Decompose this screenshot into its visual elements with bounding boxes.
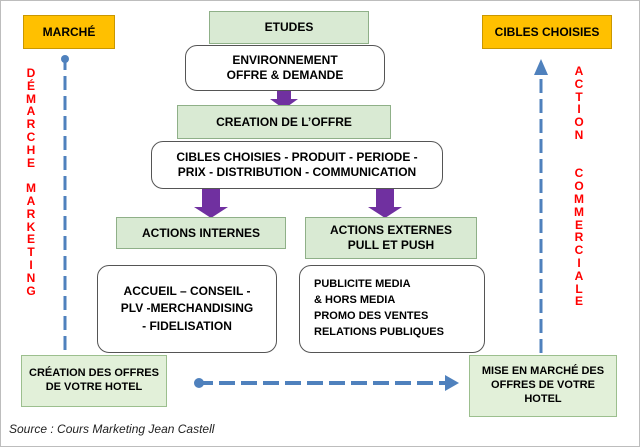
- action-commerciale-letter: R: [574, 230, 584, 245]
- action-commerciale-letter: I: [577, 255, 581, 270]
- source-caption: Source : Cours Marketing Jean Castell: [9, 422, 215, 436]
- creation-offre-label: CREATION DE L’OFFRE: [216, 114, 352, 129]
- externes-detail-1: PUBLICITE MEDIA: [314, 278, 411, 291]
- demarche-marketing-letter: N: [26, 270, 36, 285]
- demarche-marketing-letter: I: [29, 257, 33, 272]
- bottom-arrow-head: [445, 375, 459, 391]
- marche-box: MARCHÉ: [23, 15, 115, 49]
- demarche-marketing-letter: H: [26, 142, 36, 157]
- action-commerciale-letter: O: [574, 115, 584, 130]
- mix-line-1: CIBLES CHOISIES - PRODUIT - PERIODE -: [176, 150, 418, 164]
- externes-detail-3: PROMO DES VENTES: [314, 310, 429, 322]
- mise-en-marche-line-2: OFFRES DE VOTRE: [491, 379, 595, 392]
- action-commerciale-letter: I: [577, 102, 581, 117]
- action-commerciale-letter: N: [574, 127, 584, 142]
- etudes-label: ETUDES: [264, 20, 314, 34]
- action-commerciale-letter: M: [574, 191, 584, 206]
- actions-externes-line-2: PULL ET PUSH: [347, 238, 435, 252]
- demarche-marketing-letter: A: [26, 193, 36, 208]
- demarche-marketing-letter: A: [26, 104, 36, 119]
- action-commerciale-letter: A: [574, 64, 584, 78]
- mise-en-marche-box: MISE EN MARCHÉ DES OFFRES DE VOTRE HOTEL: [469, 355, 617, 417]
- marche-label: MARCHÉ: [42, 24, 96, 39]
- demarche-marketing-letter: M: [26, 91, 36, 106]
- action-commerciale-letter: L: [575, 281, 583, 296]
- externes-details-box: PUBLICITE MEDIA & HORS MEDIA PROMO DES V…: [299, 265, 485, 353]
- internes-detail-3: - FIDELISATION: [142, 318, 232, 333]
- etudes-box: ETUDES: [209, 11, 369, 44]
- actions-externes-line-1: ACTIONS EXTERNES: [329, 223, 452, 237]
- internes-detail-1: ACCUEIL – CONSEIL -: [123, 283, 251, 298]
- right-arrow-head: [534, 59, 548, 75]
- purple-arrow-2: [194, 187, 228, 218]
- bottom-dashed-dot: [194, 378, 204, 388]
- action-commerciale-letter: A: [574, 268, 584, 283]
- demarche-marketing-letter: R: [26, 117, 36, 132]
- environnement-line-1: ENVIRONNEMENT: [232, 53, 338, 67]
- cibles-choisies-label: CIBLES CHOISIES: [494, 24, 600, 39]
- demarche-marketing-letter: D: [26, 66, 36, 80]
- demarche-marketing-letter: E: [26, 232, 35, 247]
- action-commerciale-letter: E: [574, 217, 583, 232]
- cibles-choisies-box: CIBLES CHOISIES: [482, 15, 612, 49]
- externes-detail-2: & HORS MEDIA: [314, 294, 396, 307]
- creation-offre-box: CREATION DE L’OFFRE: [177, 105, 391, 139]
- actions-internes-label: ACTIONS INTERNES: [141, 225, 260, 240]
- environnement-box: ENVIRONNEMENT OFFRE & DEMANDE: [185, 45, 385, 91]
- environnement-line-2: OFFRE & DEMANDE: [226, 68, 344, 82]
- action-commerciale-letter: C: [574, 76, 584, 91]
- demarche-marketing-letter: E: [26, 155, 35, 170]
- mise-en-marche-line-1: MISE EN MARCHÉ DES: [481, 365, 605, 378]
- left-dashed-dot: [61, 55, 69, 63]
- marketing-mix-box: CIBLES CHOISIES - PRODUIT - PERIODE - PR…: [151, 141, 443, 189]
- action-commerciale-letter: C: [574, 243, 584, 258]
- actions-internes-box: ACTIONS INTERNES: [116, 217, 286, 249]
- creation-offres-hotel-box: CRÉATION DES OFFRES DE VOTRE HOTEL: [21, 355, 167, 407]
- internes-details-box: ACCUEIL – CONSEIL - PLV -MERCHANDISING -…: [97, 265, 277, 353]
- demarche-marketing-letter: G: [26, 283, 36, 298]
- demarche-marketing-letter: T: [27, 245, 35, 260]
- action-commerciale-letter: T: [575, 89, 583, 104]
- purple-arrow-3: [368, 187, 402, 218]
- demarche-marketing-letter: É: [26, 78, 35, 93]
- mise-en-marche-line-3: HOTEL: [524, 392, 562, 405]
- purple-arrow-1: [270, 89, 298, 109]
- action-commerciale-letter: M: [574, 204, 584, 219]
- demarche-marketing-letter: C: [26, 129, 36, 144]
- action-commerciale-letter: C: [574, 166, 584, 181]
- action-commerciale-letter: E: [574, 294, 583, 309]
- mix-line-2: PRIX - DISTRIBUTION - COMMUNICATION: [177, 165, 417, 179]
- demarche-marketing-letter: K: [26, 219, 36, 234]
- demarche-marketing-letter: R: [26, 206, 36, 221]
- internes-detail-2: PLV -MERCHANDISING: [120, 301, 254, 316]
- creation-offres-line-1: CRÉATION DES OFFRES: [29, 367, 159, 380]
- action-commerciale-letter: [577, 142, 580, 155]
- externes-detail-4: RELATIONS PUBLIQUES: [314, 325, 444, 338]
- demarche-marketing-letter: M: [26, 181, 36, 196]
- action-commerciale-letter: O: [574, 179, 584, 194]
- actions-externes-box: ACTIONS EXTERNES PULL ET PUSH: [305, 217, 477, 259]
- creation-offres-line-2: DE VOTRE HOTEL: [45, 381, 143, 393]
